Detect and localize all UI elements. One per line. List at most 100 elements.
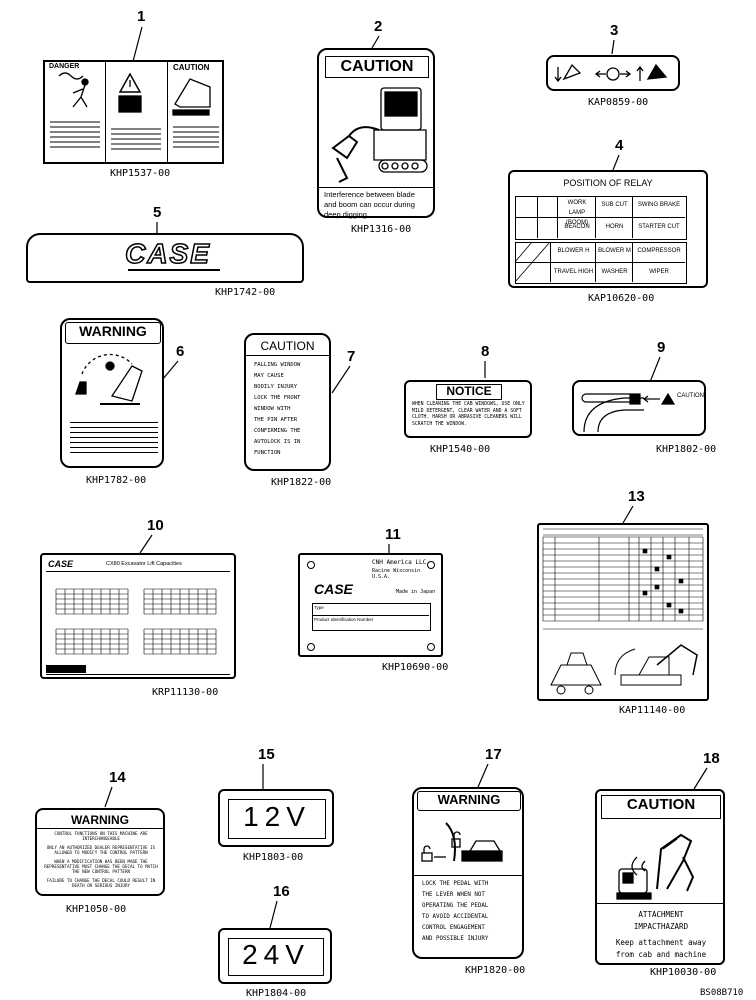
callout-number: 3 [610, 22, 619, 39]
warning-header: WARNING [437, 792, 501, 807]
notice-header: NOTICE [446, 384, 492, 398]
lift-capacity-title: CX80 Excavator Lift Capacities [106, 561, 182, 567]
decal-8: NOTICE WHEN CLEANING THE CAB WINDOWS, US… [404, 380, 532, 438]
callout-number: 10 [147, 517, 164, 534]
callout-number: 2 [374, 18, 383, 35]
relay-label: WORK LAMP (BOOM) [565, 200, 589, 226]
decal-11: CNH America LLC Racine Wisconsin U.S.A. … [298, 553, 443, 657]
callout-number: 18 [703, 750, 720, 767]
pin-label: Product Identification Number [314, 617, 374, 622]
relay-label: WIPER [649, 269, 669, 275]
case-logo: CASE [314, 581, 353, 597]
warning-header: WARNING [71, 813, 129, 827]
excavator-blade-icon [331, 87, 428, 183]
boom-swing-icon [75, 353, 143, 405]
part-number: KHP1803-00 [243, 852, 304, 863]
callout-number: 15 [258, 746, 275, 763]
relay-label: TRAVEL HIGH [553, 269, 594, 275]
made-in-label: Made in Japan [396, 589, 436, 595]
decal-6: WARNING [60, 318, 164, 468]
case-logo: CASE [48, 559, 74, 569]
travel-direction-icon [554, 63, 668, 83]
danger-label: DANGER [49, 63, 80, 70]
part-number: KHP1316-00 [351, 224, 412, 235]
voltage-label: 24V [242, 939, 310, 970]
decal-1: DANGER CAUTION [43, 60, 224, 164]
caution-header: CAUTION [340, 58, 414, 75]
part-number: KHP1742-00 [215, 287, 276, 298]
caution-label: CAUTION [677, 393, 704, 399]
decal-2: CAUTION Interference between blade and b… [317, 48, 435, 219]
part-number: KAP0859-00 [588, 97, 649, 108]
window-lock-icon [581, 392, 676, 433]
figure-code: BS08B710 [700, 988, 744, 998]
decal-14: WARNING CONTROL FUNCTIONS ON THIS MACHIN… [35, 808, 165, 896]
callout-number: 9 [657, 339, 666, 356]
relay-label: BLOWER H [557, 248, 590, 254]
caution-text: ATTACHMENT IMPACTHAZARD Keep attachment … [615, 910, 707, 959]
voltage-label: 12V [243, 801, 311, 832]
decal-18: CAUTION ATTACHMENT IMPACTHAZARD Keep att… [595, 789, 725, 965]
callout-number: 4 [615, 137, 624, 154]
part-number: KHP1802-00 [656, 444, 717, 455]
hazard-pictograms-icon [50, 72, 219, 150]
warning-header: WARNING [79, 323, 147, 339]
caution-text: Interference between blade and boom can … [324, 190, 415, 219]
company-city: Racine Wisconsin U.S.A. [372, 568, 421, 580]
attachment-impact-icon [616, 833, 695, 900]
relay-label: SWING BRAKE [637, 202, 681, 208]
callout-number: 17 [485, 746, 502, 763]
part-number: KHP10030-00 [650, 967, 717, 978]
part-number: KHP1782-00 [86, 475, 147, 486]
callout-number: 6 [176, 343, 185, 360]
part-number: KHP1820-00 [465, 965, 526, 976]
decal-5: CASE [26, 233, 304, 283]
callout-number: 13 [628, 488, 645, 505]
lift-capacity-tables [55, 588, 217, 655]
part-number: KAP11140-00 [619, 705, 686, 716]
decal-10: CASE CX80 Excavator Lift Capacities [40, 553, 236, 679]
decal-9: CAUTION [572, 380, 706, 436]
pedal-lock-icon [421, 822, 503, 862]
caution-header: CAUTION [626, 796, 696, 813]
part-number: KHP1537-00 [110, 168, 171, 179]
callout-number: 8 [481, 343, 490, 360]
callout-number: 11 [385, 526, 401, 543]
decal-3 [546, 55, 680, 91]
part-number: KAP10620-00 [588, 293, 655, 304]
decal-13 [537, 523, 709, 701]
notice-text: WHEN CLEANING THE CAB WINDOWS, USE ONLY … [412, 402, 525, 427]
caution-label: CAUTION [173, 63, 210, 72]
case-logo: CASE [124, 237, 211, 270]
decal-15: 12V [218, 789, 334, 847]
callout-number: 16 [273, 883, 290, 900]
callout-number: 5 [153, 204, 162, 221]
lubrication-chart [542, 528, 704, 695]
type-label: Type [314, 605, 324, 610]
part-number: KRP11130-00 [152, 687, 219, 698]
warning-text: CONTROL FUNCTIONS ON THIS MACHINE ARE IN… [44, 831, 158, 889]
relay-label: HORN [605, 224, 624, 230]
part-number: KHP1804-00 [246, 988, 307, 999]
relay-label: WASHER [601, 269, 628, 275]
callout-number: 14 [109, 769, 126, 786]
relay-title: POSITION OF RELAY [563, 178, 653, 188]
relay-label: COMPRESSOR [637, 248, 681, 254]
part-number: KHP10690-00 [382, 662, 449, 673]
relay-label: BEACON [564, 224, 590, 230]
relay-label: BLOWER M [598, 248, 631, 254]
company-name: CNH America LLC [372, 559, 427, 566]
relay-hatch-icon [514, 241, 551, 283]
decal-16: 24V [218, 928, 332, 984]
decal-4: POSITION OF RELAY WORK LAMP (BOOM) SUB C… [508, 170, 708, 288]
caution-header: CAUTION [260, 339, 315, 353]
relay-label: STARTER CUT [638, 224, 680, 230]
callout-number: 1 [137, 8, 146, 25]
part-number: KHP1822-00 [271, 477, 332, 488]
part-number: KHP1050-00 [66, 904, 127, 915]
